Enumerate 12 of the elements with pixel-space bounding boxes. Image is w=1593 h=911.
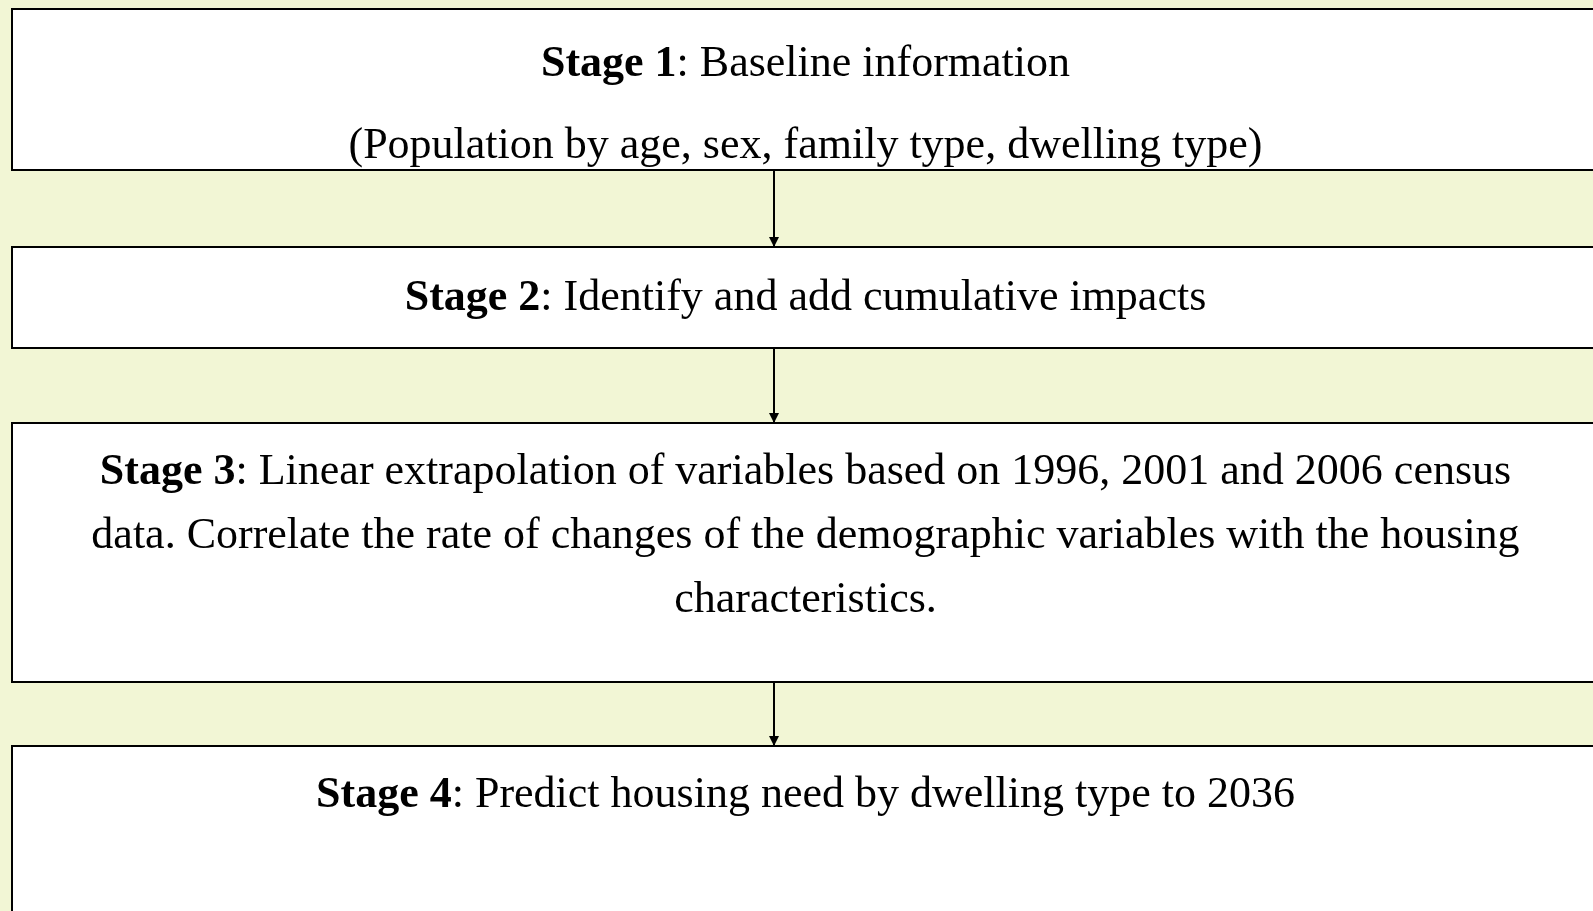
stage-box	[11, 246, 1593, 349]
stage-text: Stage 2: Identify and add cumulative impacts	[403, 270, 1208, 322]
stage-box	[11, 745, 1593, 911]
arrow	[769, 170, 779, 247]
stage-text: Stage 1: Baseline information	[539, 36, 1072, 88]
arrow	[769, 682, 779, 746]
arrow	[769, 348, 779, 423]
stage-box	[11, 422, 1593, 683]
stage-text: (Population by age, sex, family type, dwelling type)	[347, 118, 1264, 170]
stage-text: Stage 3: Linear extrapolation of variables based on 1996, 2001 and 2006 census data. Correlate the rate of changes of the demographic variables with the housing characteristics.	[90, 444, 1521, 624]
stage-text: Stage 4: Predict housing need by dwelling type to 2036	[315, 767, 1296, 819]
stage-box	[11, 8, 1593, 171]
